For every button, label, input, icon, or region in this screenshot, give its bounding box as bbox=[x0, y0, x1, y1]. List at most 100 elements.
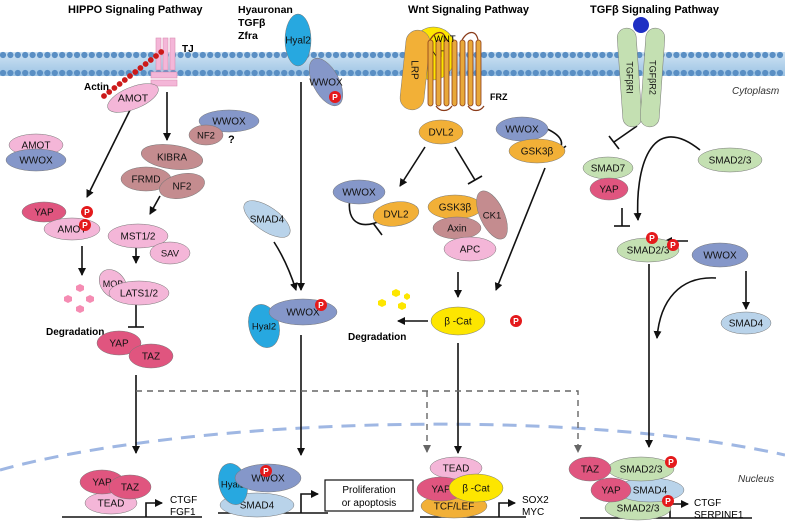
phospho-badge-4: P bbox=[315, 299, 327, 311]
molecule-hippo-nf2-top-label: NF2 bbox=[197, 130, 215, 141]
ligand-hyaluronan: Hyauronan bbox=[238, 4, 293, 16]
molecule-wnt-ck1-label: CK1 bbox=[483, 210, 501, 221]
tight-junction bbox=[150, 37, 178, 87]
molecule-tgfb-smad23-mid: SMAD2/3 bbox=[616, 237, 680, 263]
molecule-hippo-amot-free-label: AMOT bbox=[22, 141, 51, 152]
label-actin: Actin bbox=[84, 82, 109, 93]
molecule-tgfb-taz-nuc: TAZ bbox=[568, 456, 612, 482]
ligand-zfra: Zfra bbox=[238, 30, 258, 42]
phospho-badge-2: P bbox=[79, 219, 91, 231]
svg-text:P: P bbox=[665, 496, 671, 506]
hippo-degradation-fragments bbox=[64, 284, 94, 313]
molecule-hippo-lats: LATS1/2 bbox=[108, 280, 170, 306]
svg-text:P: P bbox=[332, 92, 338, 102]
molecule-wnt-bcat-nuc-label: β -Cat bbox=[462, 484, 490, 495]
molecule-tgfb-smad23-nuc1: SMAD2/3 bbox=[607, 456, 675, 482]
molecule-tgfb-receptor2-label: TGFβR2 bbox=[647, 60, 657, 95]
molecule-hyal-hyal2-cyto-label: Hyal2 bbox=[252, 321, 276, 332]
molecule-wnt-gsk3b-label: GSK3β bbox=[439, 203, 472, 214]
wnt-target-myc: MYC bbox=[522, 507, 544, 518]
molecule-hippo-wwox-amot: WWOX bbox=[5, 148, 67, 172]
molecule-wnt-dvl2-mid-label: DVL2 bbox=[383, 210, 408, 221]
molecule-hyal-smad4-cyto-label: SMAD4 bbox=[250, 215, 285, 226]
hippo-degradation-label: Degradation bbox=[46, 327, 104, 338]
molecule-hippo-sav: SAV bbox=[149, 241, 191, 265]
svg-text:P: P bbox=[668, 457, 674, 467]
tgfb-target-ctgf: CTGF bbox=[694, 498, 721, 509]
molecule-hippo-yap-nuc-label: YAP bbox=[92, 478, 112, 489]
molecule-hippo-nf2: NF2 bbox=[159, 173, 205, 199]
dashed-links bbox=[136, 390, 582, 453]
molecule-hippo-nf2-label: NF2 bbox=[173, 182, 192, 193]
molecule-hippo-tead-nuc-label: TEAD bbox=[98, 499, 125, 510]
svg-text:P: P bbox=[670, 240, 676, 250]
molecule-wnt-gsk3b-top: GSK3β bbox=[508, 138, 566, 164]
molecule-wnt-gsk3b-top-label: GSK3β bbox=[521, 147, 554, 158]
molecule-tgfb-yap-nuc: YAP bbox=[590, 477, 632, 503]
molecule-hippo-frmd: FRMD bbox=[120, 166, 172, 192]
molecule-hippo-amot-membrane: AMOT bbox=[107, 83, 159, 113]
molecule-tgfb-taz-nuc-label: TAZ bbox=[581, 465, 599, 476]
molecule-wnt-lrp-label: LRP bbox=[409, 60, 420, 80]
molecule-tgfb-smad7: SMAD7 bbox=[582, 156, 634, 180]
molecule-wnt-dvl2-top: DVL2 bbox=[418, 119, 464, 145]
molecule-tgfb-wwox: WWOX bbox=[691, 242, 749, 268]
tgfb-ligand-dot bbox=[633, 17, 649, 33]
label-nucleus: Nucleus bbox=[738, 474, 774, 485]
phospho-badge-8: P bbox=[667, 239, 679, 251]
label-cytoplasm: Cytoplasm bbox=[732, 86, 779, 97]
svg-text:P: P bbox=[84, 207, 90, 217]
molecule-wnt-tead-nuc-label: TEAD bbox=[443, 464, 470, 475]
molecule-tgfb-yap: YAP bbox=[589, 177, 629, 201]
tgfb-target-serpine1: SERPINE1 bbox=[694, 510, 744, 521]
molecule-wnt-axin: Axin bbox=[432, 216, 482, 240]
molecule-wnt-apc-label: APC bbox=[460, 245, 481, 256]
phospho-badge-9: P bbox=[665, 456, 677, 468]
molecule-hippo-nf2-top: NF2 bbox=[188, 124, 224, 146]
svg-text:P: P bbox=[82, 220, 88, 230]
molecule-hippo-sav-label: SAV bbox=[161, 248, 180, 259]
molecules: AMOTAMOTWWOXWWOXNF2KIBRAFRMDNF2YAPAMOTMS… bbox=[5, 13, 772, 521]
molecule-hippo-amot-yap-label: AMOT bbox=[58, 225, 87, 236]
title-tgfb: TGFβ Signaling Pathway bbox=[590, 4, 720, 16]
molecule-tgfb-smad7-label: SMAD7 bbox=[591, 164, 626, 175]
molecule-hippo-mst: MST1/2 bbox=[107, 223, 169, 249]
molecule-hippo-mob-label: MOB bbox=[103, 279, 124, 289]
wnt-label: WNT bbox=[434, 34, 456, 45]
hippo-target-ctgf: CTGF bbox=[170, 495, 197, 506]
molecule-hippo-wwox-nf2-label: WWOX bbox=[212, 117, 246, 128]
molecule-tgfb-smad23-top: SMAD2/3 bbox=[697, 147, 763, 173]
outcome-line-2: or apoptosis bbox=[342, 498, 396, 509]
wnt-degradation-label: Degradation bbox=[348, 332, 406, 343]
molecule-tgfb-smad23-nuc2-label: SMAD2/3 bbox=[617, 504, 660, 515]
molecule-tgfb-receptor2: TGFβR2 bbox=[639, 27, 666, 128]
molecule-hippo-lats-label: LATS1/2 bbox=[120, 289, 159, 300]
molecule-hyal-hyal2-nuc-label: Hyal2 bbox=[221, 479, 245, 490]
molecule-tgfb-smad4: SMAD4 bbox=[720, 311, 772, 335]
molecule-wnt-bcat-nuc: β -Cat bbox=[448, 473, 504, 503]
molecule-tgfb-smad4-nuc-label: SMAD4 bbox=[633, 486, 668, 497]
molecule-hippo-amot-yap: AMOT bbox=[43, 217, 101, 241]
molecule-tgfb-smad4-label: SMAD4 bbox=[729, 319, 764, 330]
label-tj: TJ bbox=[182, 44, 194, 55]
molecule-wnt-tcf-nuc-label: TCF/LEF bbox=[434, 502, 475, 513]
molecule-wnt-wwox-dvl: WWOX bbox=[332, 179, 386, 205]
title-hippo: HIPPO Signaling Pathway bbox=[68, 4, 203, 16]
molecule-tgfb-smad23-top-label: SMAD2/3 bbox=[709, 156, 752, 167]
phospho-badge-5: P bbox=[260, 465, 272, 477]
nuclear-envelope bbox=[0, 422, 785, 472]
molecule-hippo-frmd-label: FRMD bbox=[132, 175, 161, 186]
outcome-box bbox=[324, 479, 414, 512]
wnt-degradation-fragments bbox=[378, 289, 410, 310]
molecule-hippo-taz-nuc: TAZ bbox=[108, 474, 152, 500]
phospho-badge-1: P bbox=[81, 206, 93, 218]
wnt-target-sox2: SOX2 bbox=[522, 495, 549, 506]
molecule-wnt-wwox-gsk-label: WWOX bbox=[505, 125, 539, 136]
molecule-hyal-smad4-nuc-label: SMAD4 bbox=[240, 501, 275, 512]
title-wnt: Wnt Signaling Pathway bbox=[408, 4, 530, 16]
molecule-hyal-smad4-cyto: SMAD4 bbox=[243, 200, 291, 238]
molecule-hippo-yap-mid-label: YAP bbox=[109, 339, 129, 350]
molecule-wnt-gsk3b: GSK3β bbox=[427, 194, 483, 220]
